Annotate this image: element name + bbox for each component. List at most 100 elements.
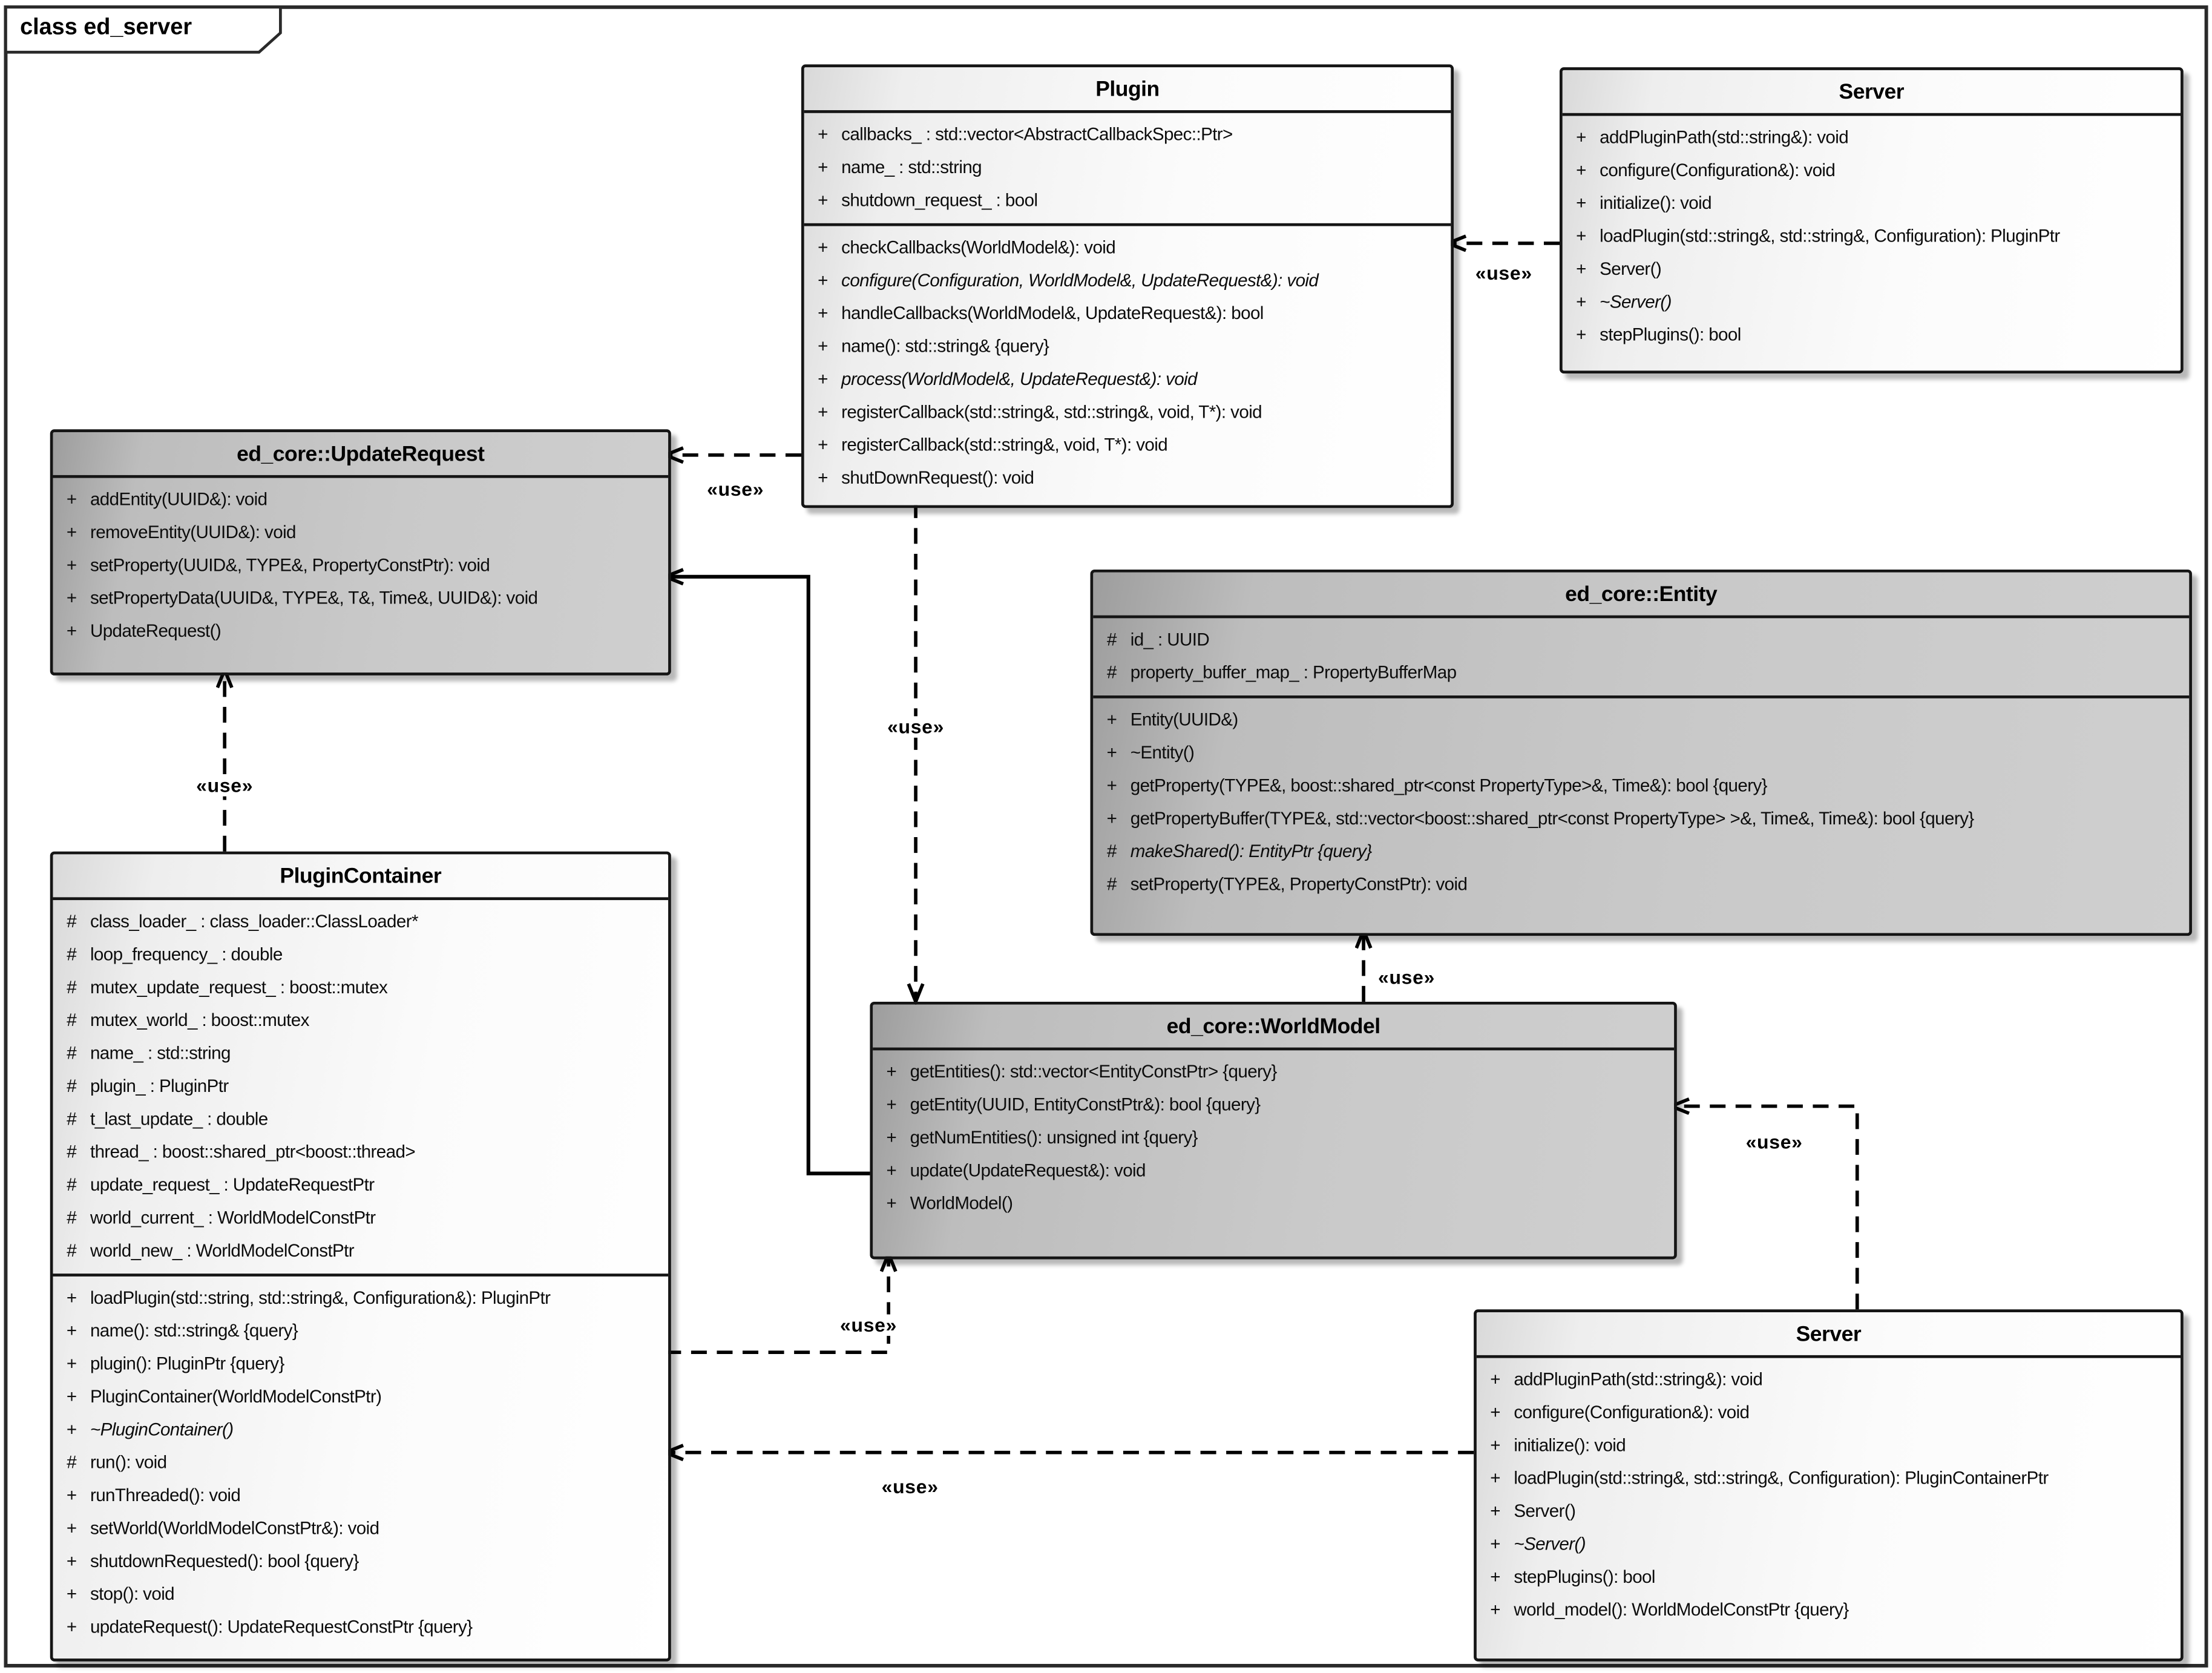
visibility-marker: + <box>66 489 77 510</box>
member-text: id_ : UUID <box>1130 629 1210 650</box>
member-text: name(): std::string& {query} <box>90 1321 298 1341</box>
class-name: ed_core::WorldModel <box>1166 1014 1380 1039</box>
member-text: class_loader_ : class_loader::ClassLoade… <box>90 911 419 932</box>
member-text: registerCallback(std::string&, std::stri… <box>841 402 1262 422</box>
method-row: + removeEntity(UUID&): void <box>53 516 668 549</box>
method-row: + registerCallback(std::string&, std::str… <box>804 396 1451 429</box>
visibility-marker: + <box>66 555 77 576</box>
member-text: getEntities(): std::vector<EntityConstPt… <box>910 1062 1278 1082</box>
member-text: UpdateRequest() <box>90 621 222 642</box>
visibility-marker: # <box>67 1175 77 1195</box>
method-row: +Entity(UUID&) <box>1093 704 2189 737</box>
visibility-marker: + <box>1576 226 1586 246</box>
visibility-marker: + <box>66 1518 77 1539</box>
member-text: runThreaded(): void <box>90 1485 241 1506</box>
visibility-marker: # <box>1107 874 1117 895</box>
member-text: WorldModel() <box>910 1193 1013 1214</box>
method-row: # setProperty(TYPE&, PropertyConstPtr): v… <box>1093 869 2189 901</box>
member-text: t_last_update_ : double <box>90 1109 268 1129</box>
member-text: Server() <box>1600 258 1662 280</box>
method-row: +stepPlugins(): bool <box>1477 1561 2181 1594</box>
methods-compartment: + getEntities(): std::vector<EntityConstP… <box>873 1047 1675 1257</box>
member-text: setProperty(TYPE&, PropertyConstPtr): vo… <box>1130 874 1468 895</box>
class-box-world-model[interactable]: ed_core::WorldModel+ getEntities(): std::… <box>870 1001 1677 1260</box>
member-text: run(): void <box>90 1452 167 1473</box>
visibility-marker: + <box>818 157 828 178</box>
member-text: loadPlugin(std::string, std::string&, Co… <box>90 1287 551 1308</box>
visibility-marker: + <box>66 1386 77 1407</box>
visibility-marker: + <box>1106 743 1117 763</box>
member-text: addEntity(UUID&): void <box>90 489 267 510</box>
visibility-marker: + <box>818 435 828 455</box>
attribute-row: +shutdown_request_ : bool <box>804 185 1451 217</box>
use-label: «use» <box>1373 967 1440 988</box>
class-box-entity[interactable]: ed_core::Entity#id_ : UUID#property_buff… <box>1090 569 2192 936</box>
method-row: +addPluginPath(std::string&): void <box>1563 122 2181 154</box>
member-text: ~Entity() <box>1130 743 1195 763</box>
visibility-marker: + <box>1490 1501 1500 1522</box>
member-text: Server() <box>1514 1501 1576 1522</box>
visibility-marker: + <box>66 1584 77 1605</box>
visibility-marker: + <box>818 124 828 145</box>
method-row: +~Server() <box>1563 286 2181 319</box>
member-text: ~Server() <box>1514 1534 1586 1554</box>
class-name: Plugin <box>1095 76 1160 101</box>
method-row: +stepPlugins(): bool <box>1563 319 2181 352</box>
attribute-row: #world_current_ : WorldModelConstPtr <box>53 1202 668 1235</box>
visibility-marker: + <box>886 1160 897 1181</box>
visibility-marker: + <box>1576 324 1586 345</box>
visibility-marker: # <box>67 1208 77 1228</box>
class-box-plugin-container[interactable]: PluginContainer#class_loader_ : class_lo… <box>50 851 671 1661</box>
method-row: +plugin(): PluginPtr {query} <box>53 1348 668 1381</box>
method-row: +runThreaded(): void <box>53 1480 668 1513</box>
member-text: handleCallbacks(WorldModel&, UpdateReque… <box>841 303 1264 324</box>
method-row: +world_model(): WorldModelConstPtr {quer… <box>1477 1594 2181 1627</box>
visibility-marker: # <box>67 1010 77 1031</box>
member-text: addPluginPath(std::string&): void <box>1600 127 1849 148</box>
visibility-marker: + <box>818 402 828 422</box>
method-row: + ~Entity() <box>1093 737 2189 770</box>
class-name: Server <box>1796 1321 1862 1346</box>
attribute-row: #thread_ : boost::shared_ptr<boost::thre… <box>53 1136 668 1169</box>
method-row: +registerCallback(std::string&, void, T*… <box>804 429 1451 462</box>
visibility-marker: # <box>67 911 77 932</box>
member-text: name_ : std::string <box>841 157 982 178</box>
visibility-marker: # <box>67 944 77 965</box>
use-label: «use» <box>877 1476 943 1498</box>
visibility-marker: + <box>66 522 77 543</box>
member-text: plugin_ : PluginPtr <box>90 1076 229 1096</box>
member-text: removeEntity(UUID&): void <box>90 522 297 543</box>
method-row: +loadPlugin(std::string&, std::string&, … <box>1477 1462 2181 1495</box>
visibility-marker: + <box>1106 709 1117 730</box>
member-text: update_request_ : UpdateRequestPtr <box>90 1175 375 1195</box>
visibility-marker: + <box>818 237 828 258</box>
member-text: configure(Configuration&): void <box>1600 160 1836 180</box>
class-box-update-request[interactable]: ed_core::UpdateRequest+addEntity(UUID&):… <box>50 429 671 675</box>
method-row: +updateRequest(): UpdateRequestConstPtr … <box>53 1611 668 1644</box>
member-text: getProperty(TYPE&, boost::shared_ptr<con… <box>1130 775 1768 796</box>
method-row: +setWorld(WorldModelConstPtr&): void <box>53 1513 668 1545</box>
member-text: checkCallbacks(WorldModel&): void <box>841 237 1116 258</box>
member-text: addPluginPath(std::string&): void <box>1514 1369 1763 1390</box>
visibility-marker: + <box>1490 1369 1500 1390</box>
member-text: shutdown_request_ : bool <box>841 190 1038 211</box>
visibility-marker: + <box>1490 1435 1500 1456</box>
diagram-title: class ed_server <box>20 16 192 41</box>
visibility-marker: + <box>886 1193 897 1214</box>
attribute-row: # class_loader_ : class_loader::ClassLoad… <box>53 906 668 939</box>
method-row: +setProperty(UUID&, TYPE&, PropertyConst… <box>53 550 668 582</box>
member-text: initialize(): void <box>1600 193 1712 214</box>
visibility-marker: + <box>818 468 828 488</box>
member-text: PluginContainer(WorldModelConstPtr) <box>90 1386 382 1407</box>
class-box-server-bottom[interactable]: Server+ addPluginPath(std::string&): void… <box>1474 1309 2184 1661</box>
class-box-server-top[interactable]: Server+addPluginPath(std::string&): void… <box>1559 67 2184 374</box>
method-row: +configure(Configuration, WorldModel&, U… <box>804 265 1451 297</box>
member-text: setPropertyData(UUID&, TYPE&, T&, Time&,… <box>90 588 538 608</box>
method-row: + addEntity(UUID&): void <box>53 484 668 516</box>
visibility-marker: + <box>66 1321 77 1341</box>
member-text: stop(): void <box>90 1584 175 1605</box>
class-box-plugin[interactable]: Plugin+callbacks_ : std::vector<Abstract… <box>801 64 1454 508</box>
